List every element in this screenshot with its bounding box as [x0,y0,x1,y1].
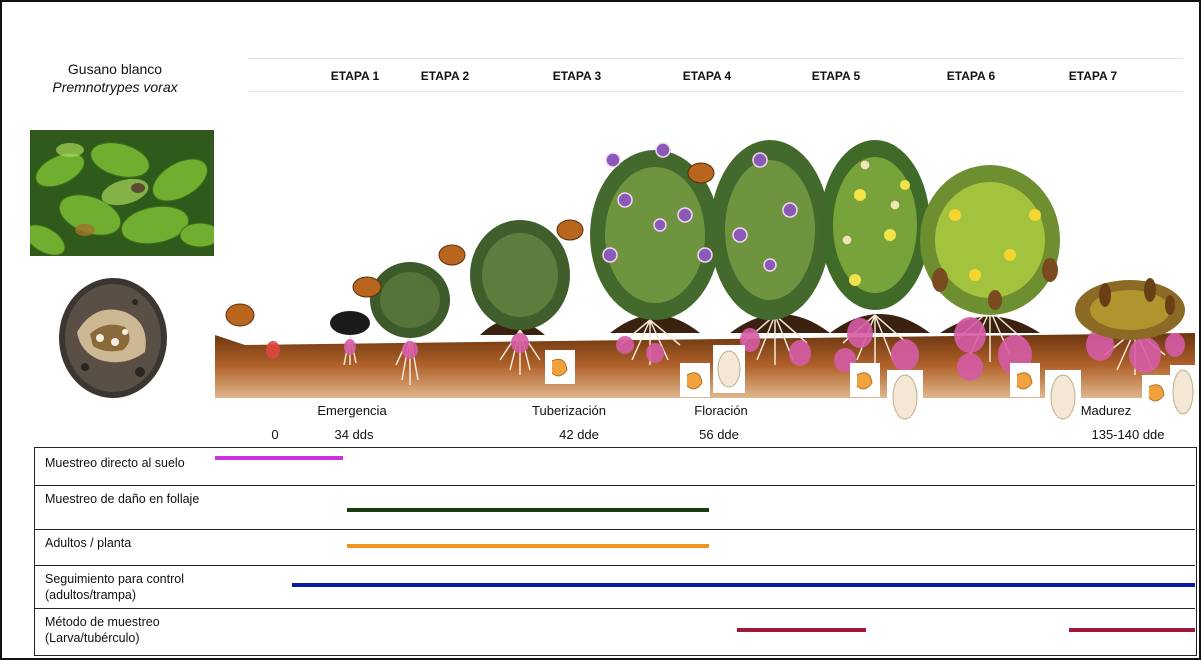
plant-stage-5 [820,140,930,310]
method-bar [737,628,866,632]
method-bar [215,456,343,460]
day-label: 135-140 dde [1091,427,1164,442]
method-bar [347,544,709,548]
event-label: Emergencia [317,403,386,418]
stage-label: ETAPA 3 [553,69,601,83]
method-bar [1069,628,1195,632]
pest-title: Gusano blanco Premnotrypes vorax [40,60,190,96]
plant-stage-3 [470,220,570,330]
damaged-tuber-photo [55,272,172,402]
crop-development-illustration [215,105,1195,435]
stage-label: ETAPA 4 [683,69,731,83]
method-label: Adultos / planta [45,535,245,551]
day-label: 0 [271,427,278,442]
stage-label: ETAPA 7 [1069,69,1117,83]
event-label: Tuberización [532,403,606,418]
method-label: Método de muestreo (Larva/tubérculo) [45,614,195,646]
method-bar [292,583,1195,587]
day-label: 56 dde [699,427,739,442]
stage-label: ETAPA 5 [812,69,860,83]
plant-stage-2 [370,262,450,338]
day-label: 42 dde [559,427,599,442]
plant-stage-6 [920,165,1060,315]
plant-stage-1 [330,311,370,335]
event-label: Madurez [1081,403,1132,418]
method-bar [347,508,709,512]
stage-label: ETAPA 1 [331,69,379,83]
plant-stage-7 [1075,278,1185,340]
method-label: Seguimiento para control (adultos/trampa… [45,571,220,603]
method-label: Muestreo de daño en follaje [45,491,215,507]
day-label: 34 dds [334,427,373,442]
stage-label: ETAPA 6 [947,69,995,83]
adult-on-foliage-photo [30,130,214,256]
stage-label: ETAPA 2 [421,69,469,83]
pest-common-name: Gusano blanco [40,60,190,78]
event-label: Floración [694,403,747,418]
pest-scientific-name: Premnotrypes vorax [40,78,190,96]
